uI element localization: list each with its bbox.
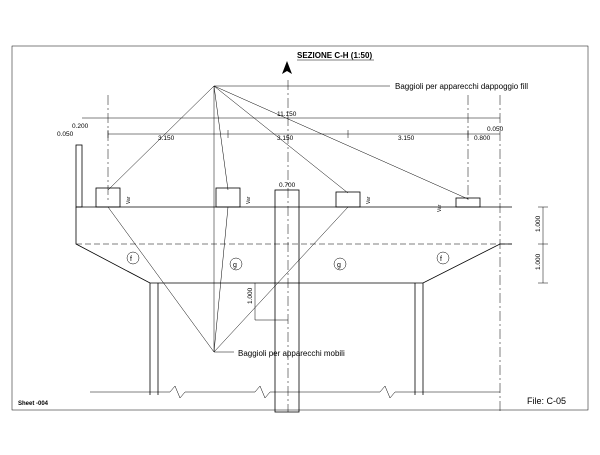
- bearing-block-4: [455, 197, 481, 208]
- dim-right-small: 0.050: [487, 126, 504, 133]
- var-label-2: Var: [246, 196, 252, 204]
- zone-marker-3: g: [333, 257, 347, 271]
- var-label-4: Var: [437, 204, 443, 212]
- north-arrow-icon: [282, 61, 292, 74]
- var-label-1: Var: [126, 196, 132, 204]
- zone-marker-4: f: [436, 251, 450, 265]
- bearing-block-3: [335, 191, 361, 208]
- callout-fixed-bearings: Baggioli per apparecchi dappoggio fill: [395, 82, 528, 91]
- sheet-label: Sheet -004: [18, 401, 49, 407]
- var-label-3: Var: [366, 196, 372, 204]
- dim-seg2: 3.150: [277, 135, 294, 142]
- zone-marker-1: f: [126, 251, 140, 265]
- central-pier-shaft: [274, 189, 300, 413]
- top-callout-leaders: [107, 85, 469, 200]
- dim-right-upper: 1.000: [535, 215, 542, 232]
- bearing-block-2: [215, 187, 241, 208]
- dim-seg-end: 0.800: [474, 135, 491, 142]
- svg-text:g: g: [337, 262, 341, 269]
- pier-cap-outline: [75, 207, 512, 284]
- left-parapet: [75, 144, 83, 208]
- dim-seg3: 3.150: [398, 135, 415, 142]
- file-label: File: C-05: [527, 396, 566, 406]
- ground-break-line: [90, 385, 500, 399]
- dim-left-small: 0.050: [57, 131, 74, 138]
- svg-text:g: g: [233, 262, 237, 269]
- callout-mobile-bearings: Baggioli per apparecchi mobili: [238, 349, 345, 358]
- zone-marker-2: g: [229, 257, 243, 271]
- dim-total-width: 11.150: [277, 111, 297, 118]
- svg-text:f: f: [130, 256, 132, 263]
- dim-seg1: 3.150: [158, 135, 175, 142]
- dim-right-lower: 1.000: [535, 253, 542, 270]
- bottom-callout-leaders: [107, 86, 349, 353]
- svg-text:f: f: [440, 256, 442, 263]
- dim-left-top: 0.200: [72, 123, 89, 130]
- dim-pier-width: 0.700: [279, 182, 296, 189]
- sheet-border: [11, 45, 589, 411]
- dim-pier-height: 1.000: [247, 287, 254, 304]
- section-title: SEZIONE C-H (1:50): [297, 51, 372, 60]
